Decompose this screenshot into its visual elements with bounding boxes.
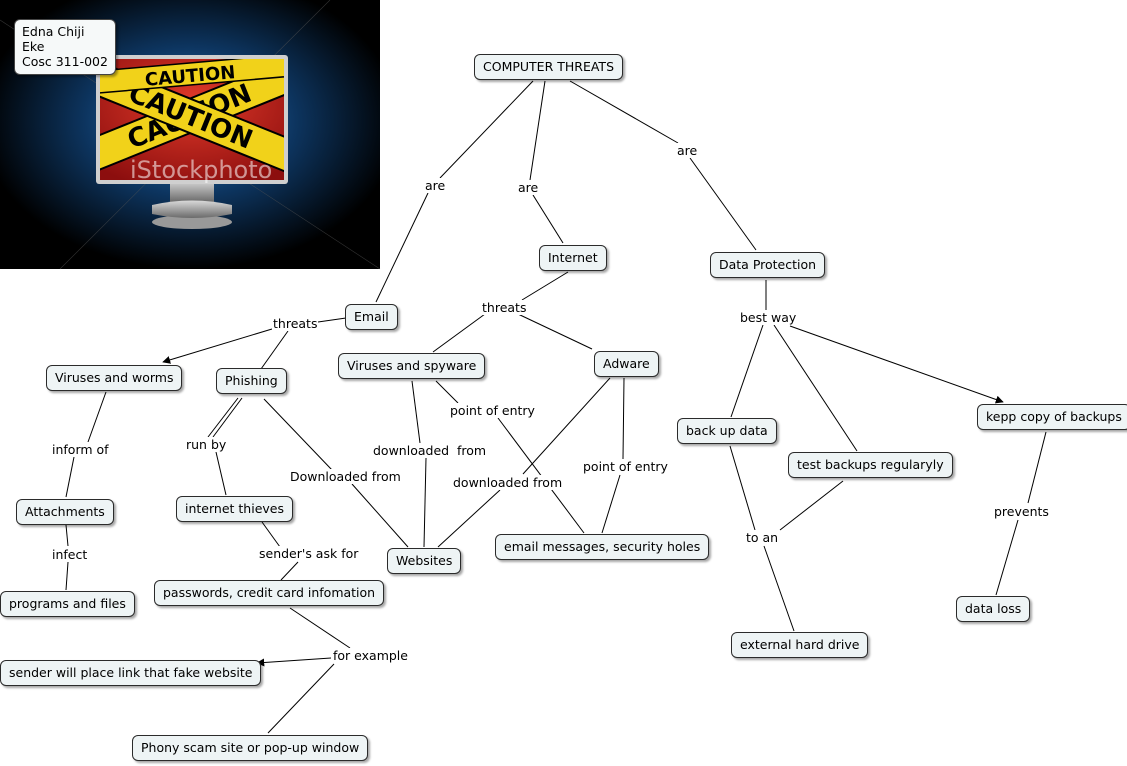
caution-monitor-image: CAUTION CAUTION CAUTION iStockphoto <box>0 0 381 270</box>
watermark: iStockphoto <box>130 156 272 184</box>
link-label-threats-email: threats <box>272 316 319 331</box>
link-label-point-of-entry-adware: point of entry <box>582 459 669 474</box>
node-test-backups[interactable]: test backups regularyly <box>788 452 953 478</box>
link-label-downloaded-from-phishing: Downloaded from <box>289 469 402 484</box>
node-computer-threats[interactable]: COMPUTER THREATS <box>474 54 623 80</box>
node-email-messages[interactable]: email messages, security holes <box>495 534 710 560</box>
link-label-downloaded-from-viruses: downloaded from <box>372 443 488 458</box>
node-email[interactable]: Email <box>345 304 398 330</box>
node-websites[interactable]: Websites <box>387 548 462 574</box>
node-viruses-and-worms[interactable]: Viruses and worms <box>46 365 183 391</box>
link-label-threats-internet: threats <box>481 300 528 315</box>
link-label-inform-of: inform of <box>51 442 110 457</box>
link-label-infect: infect <box>51 547 89 562</box>
node-fake-website[interactable]: sender will place link that fake website <box>0 660 262 686</box>
node-passwords[interactable]: passwords, credit card infomation <box>154 580 385 606</box>
link-label-best-way: best way <box>739 310 798 325</box>
link-label-point-of-entry-viruses: point of entry <box>449 403 536 418</box>
node-viruses-and-spyware[interactable]: Viruses and spyware <box>338 353 486 379</box>
node-phony-scam-site[interactable]: Phony scam site or pop-up window <box>132 735 369 761</box>
node-kepp-copy-of-backups[interactable]: kepp copy of backups <box>977 404 1127 430</box>
link-label-run-by: run by <box>185 437 228 452</box>
node-programs-and-files[interactable]: programs and files <box>0 591 135 617</box>
node-internet[interactable]: Internet <box>539 245 607 271</box>
node-data-protection[interactable]: Data Protection <box>710 252 826 278</box>
course-code: Cosc 311-002 <box>22 54 108 69</box>
node-attachments[interactable]: Attachments <box>16 499 114 525</box>
node-back-up-data[interactable]: back up data <box>677 418 777 444</box>
author-name: Edna Chiji Eke <box>22 24 85 54</box>
node-data-loss[interactable]: data loss <box>956 596 1031 622</box>
node-adware[interactable]: Adware <box>594 351 659 377</box>
link-label-are-data: are <box>676 143 699 158</box>
link-label-senders-ask-for: sender's ask for <box>258 546 360 561</box>
link-label-are-internet: are <box>517 180 540 195</box>
link-label-downloaded-from-adware: downloaded from <box>452 475 564 490</box>
link-label-are-email: are <box>424 178 447 193</box>
link-label-for-example: for example <box>332 648 409 663</box>
author-card: Edna Chiji Eke Cosc 311-002 <box>14 19 116 75</box>
link-label-prevents: prevents <box>993 504 1050 519</box>
link-label-to-an: to an <box>745 530 780 545</box>
node-external-hard-drive[interactable]: external hard drive <box>731 632 869 658</box>
node-phishing[interactable]: Phishing <box>216 368 287 394</box>
node-internet-thieves[interactable]: internet thieves <box>176 496 293 522</box>
